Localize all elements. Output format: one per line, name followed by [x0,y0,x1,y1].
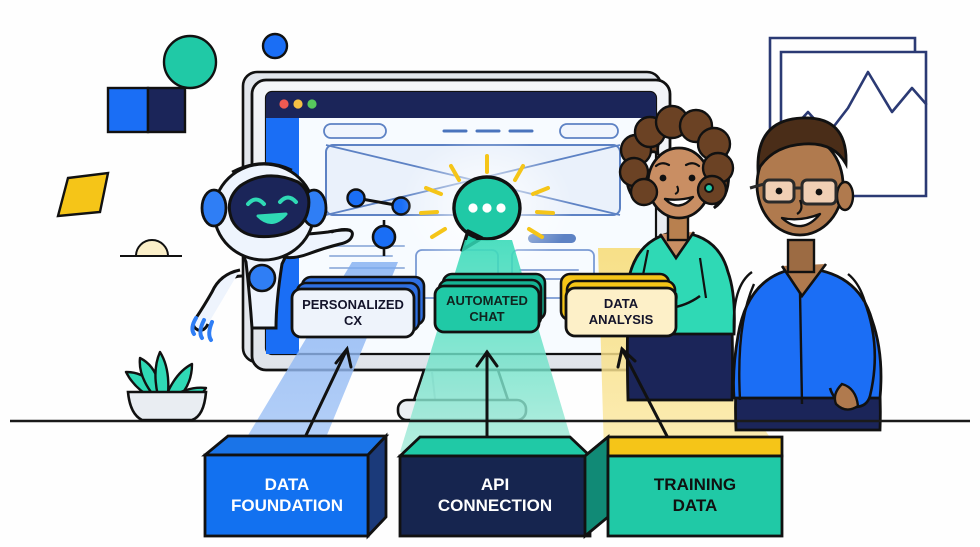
foundation-block-training-data[interactable]: TRAINING DATA [581,434,784,539]
man-hair [756,116,848,175]
card-label-line1: AUTOMATED [446,293,528,308]
chat-bubble-rays [419,154,555,239]
browser-titlebar [266,92,656,118]
block-top-face [396,435,594,458]
decor-shapes [56,32,289,257]
block-front-face [398,454,592,538]
block-top-face [581,435,784,458]
block-front-face [203,453,370,538]
chat-dot-2 [482,203,492,213]
block-label-line2: CONNECTION [438,496,552,515]
man-eye-left [775,187,783,195]
card-label-line1: DATA [604,296,639,311]
woman-earring [704,183,714,193]
robot-eye-left [246,197,266,206]
block-side-face [583,434,610,539]
chat-dot-1 [468,203,478,213]
beam-teal [400,240,575,452]
plant-pot [126,390,208,422]
arrow-head-center [475,349,499,368]
block-label-line1: TRAINING [654,475,736,494]
chat-dot-3 [496,203,506,213]
woman-eye-right [688,174,696,182]
card-front [564,286,678,338]
block-side-face [366,432,388,540]
screen-pill-left [323,123,387,139]
man-eye-right [815,188,823,196]
man-smile [780,212,822,228]
card-label-line2: CX [344,313,362,328]
woman-nose [674,185,680,195]
robot-smile [256,212,288,224]
block-label-line2: FOUNDATION [231,496,343,515]
screen-pill-right [559,123,619,139]
minimize-dot-icon [293,99,303,109]
block-label-line2: DATA [673,496,718,515]
woman-brow-right [684,162,701,168]
card-label-line1: PERSONALIZED [302,297,404,312]
card-front [433,284,541,334]
robot-assistant [190,162,354,342]
robot-eye-right [278,195,298,204]
foundation-block-api-connection[interactable]: API CONNECTION [396,435,594,538]
block-top-face [201,434,390,457]
decor-square-blue [106,86,150,134]
arrow-head-left [334,345,353,369]
potted-plant [124,350,208,422]
maximize-dot-icon [307,99,317,109]
decor-dome-cream [134,239,170,257]
arrow-head-right [616,346,637,369]
card-label-line2: CHAT [469,309,504,324]
man-hand [833,382,860,411]
man-ear [835,180,855,212]
decor-square-navy [146,86,187,134]
foundation-block-data-foundation[interactable]: DATA FOUNDATION [201,432,390,540]
graph-node-1 [346,188,366,208]
woman-brow-left [654,162,671,168]
card-label-line2: ANALYSIS [589,312,654,327]
robot-chest-light [247,263,277,293]
person-man [732,116,883,432]
mountain-line-art [784,70,928,138]
robot-face-visor [227,174,311,239]
outcome-card-data-analysis[interactable]: DATA ANALYSIS [559,272,678,338]
block-front-face [606,454,784,538]
decor-parallelogram-yellow [56,171,110,218]
decor-dot-blue [261,32,289,60]
block-label-line1: API [481,475,509,494]
decor-circle-teal [162,34,218,90]
woman-eye-left [659,174,667,182]
robot-ear-left [200,188,228,228]
card-front [290,287,416,339]
man-nose [796,199,803,215]
block-label-line1: DATA [265,475,310,494]
outcome-card-automated-chat[interactable]: AUTOMATED CHAT [433,272,547,334]
plant-leaf-3 [154,350,170,398]
woman-smile [663,195,695,207]
close-dot-icon [279,99,289,109]
man-shirt-placket [798,291,804,405]
graph-node-3 [371,224,397,250]
outcome-card-personalized-cx[interactable]: PERSONALIZED CX [290,275,426,339]
